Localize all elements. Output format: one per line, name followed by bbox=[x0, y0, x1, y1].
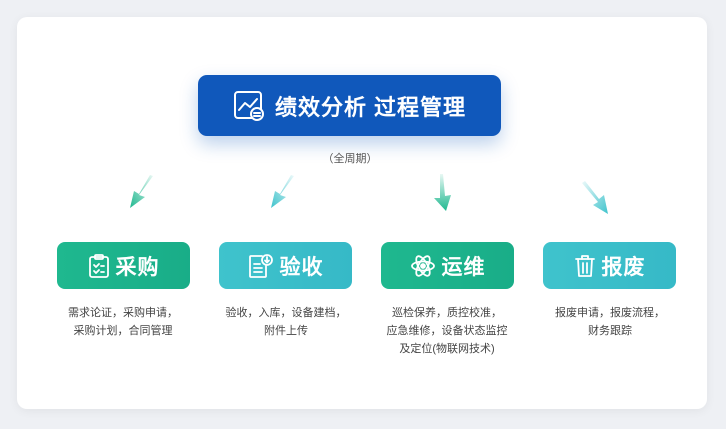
stage-label: 报废 bbox=[601, 255, 646, 279]
atom-icon bbox=[410, 254, 436, 278]
description-line: 报废申请，报废流程， bbox=[555, 307, 665, 319]
subtitle: （全周期） bbox=[322, 153, 378, 165]
description-line: 验收，入库，设备建档， bbox=[225, 307, 347, 319]
arrow-down-icon bbox=[434, 174, 451, 211]
trash-icon bbox=[574, 254, 596, 278]
stage-acceptance: 验收 bbox=[219, 242, 352, 289]
main-title: 绩效分析 过程管理 bbox=[274, 94, 467, 120]
description-line: 巡检保养，质控校准， bbox=[392, 307, 502, 319]
arrow-down-left-icon bbox=[271, 175, 294, 208]
stage-label: 验收 bbox=[279, 255, 324, 279]
description-line: 及定位(物联网技术) bbox=[399, 343, 495, 355]
stage-description: 报废申请，报废流程， 财务跟踪 bbox=[535, 304, 685, 340]
description-line: 财务跟踪 bbox=[588, 325, 632, 337]
stage-scrapping: 报废 bbox=[543, 242, 676, 289]
stage-description: 验收，入库，设备建档， 附件上传 bbox=[211, 304, 361, 340]
chart-analysis-icon bbox=[233, 90, 265, 122]
arrow-down-right-icon bbox=[582, 181, 608, 214]
description-line: 采购计划，合同管理 bbox=[73, 325, 173, 337]
clipboard-icon bbox=[88, 253, 110, 278]
description-line: 应急维修，设备状态监控 bbox=[386, 325, 508, 337]
document-download-icon bbox=[248, 253, 274, 278]
stage-description: 巡检保养，质控校准， 应急维修，设备状态监控及定位(物联网技术) bbox=[372, 304, 522, 358]
stage-description: 需求论证，采购申请， 采购计划，合同管理 bbox=[48, 304, 198, 340]
stage-label: 采购 bbox=[115, 255, 160, 279]
description-line: 需求论证，采购申请， bbox=[68, 307, 178, 319]
arrow-down-left-icon bbox=[130, 175, 153, 208]
stage-label: 运维 bbox=[441, 255, 486, 279]
stage-operations: 运维 bbox=[381, 242, 514, 289]
stage-procurement: 采购 bbox=[57, 242, 190, 289]
main-title-banner: 绩效分析 过程管理 bbox=[198, 75, 501, 136]
description-line: 附件上传 bbox=[264, 325, 308, 337]
